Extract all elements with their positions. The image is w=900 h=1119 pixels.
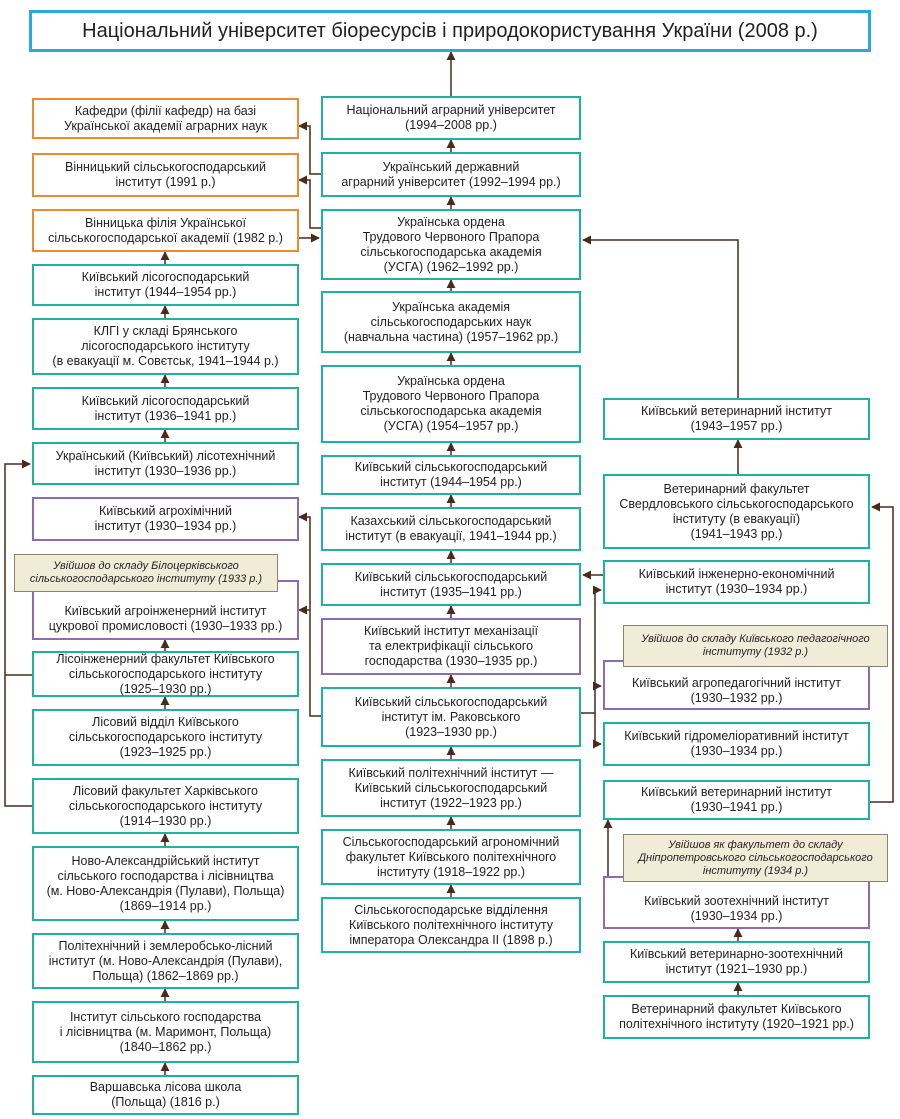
box-uasn-1957: Українська академія сільськогосподарськи… <box>321 291 581 353</box>
arrow-udau-to-kafedry <box>298 121 321 175</box>
arrow-vet1930-to-sverdlovsk <box>870 502 894 803</box>
box-ksgi-1944: Київський сільськогосподарський інститут… <box>321 455 581 495</box>
box-usga-1954: Українська ордена Трудового Червоного Пр… <box>321 365 581 443</box>
box-engineering-economic-institute: Київський інженерно-економічний інститут… <box>603 560 870 604</box>
box-polytechnic-ksgi: Київський політехнічний інститут — Київс… <box>321 759 581 817</box>
box-zootechnical-institute: Київський зоотехнічний інститут (1930–19… <box>603 876 870 929</box>
note-bila-tserkva: Увійшов до складу Білоцерківського сільс… <box>14 554 278 592</box>
box-klgi-evacuation: КЛГІ у складі Брянського лісогосподарськ… <box>32 318 299 375</box>
box-ksgi-1935: Київський сільськогосподарський інститут… <box>321 563 581 606</box>
box-veterinary-institute-1943: Київський ветеринарний інститут (1943–19… <box>603 398 870 440</box>
arrow-kharkiv-to-lisotech <box>4 459 32 807</box>
box-agrochemical-institute: Київський агрохімічний інститут (1930–19… <box>32 497 299 541</box>
box-forest-department: Лісовий відділ Київського сільськогоспод… <box>32 709 299 766</box>
box-vinnytsia-institute-1991: Вінницький сільськогосподарський інститу… <box>32 153 299 197</box>
box-national-agrarian-university: Національний аграрний університет (1994–… <box>321 96 581 140</box>
box-polytechnic-1862: Політехнічний і землеробсько-лісний інст… <box>32 933 299 989</box>
box-forestry-technical-institute: Український (Київський) лісотехнічний ін… <box>32 442 299 485</box>
box-veterinary-zootechnical-institute: Київський ветеринарно-зоотехнічний інсти… <box>603 941 870 983</box>
box-marymont-institute: Інститут сільського господарства і лісів… <box>32 1001 299 1063</box>
arrow-rakovsky-to-hydro <box>592 713 602 749</box>
box-rakovsky-institute: Київський сільськогосподарський інститут… <box>321 687 581 747</box>
arrow-zootech-to-vet1930 <box>603 819 613 878</box>
note-dnipropetrovsk: Увійшов як факультет до складу Дніпропет… <box>623 834 888 882</box>
box-mechanization-institute: Київський інститут механізації та електр… <box>321 618 581 675</box>
box-agronomic-faculty: Сільськогосподарський агрономічний факул… <box>321 829 581 885</box>
box-warsaw-forest-school: Варшавська лісова школа (Польща) (1816 р… <box>32 1075 299 1115</box>
box-hydromelioration-institute: Київський гідромеліоративний інститут (1… <box>603 722 870 766</box>
box-veterinary-institute-1930: Київський ветеринарний інститут (1930–19… <box>603 780 870 820</box>
arrow-rakovsky-to-ingecon <box>581 585 602 714</box>
page-title: Національний університет біоресурсів і п… <box>29 10 871 52</box>
box-klgi-1944: Київський лісогосподарський інститут (19… <box>32 264 299 306</box>
arrow-usga1962-to-vinn1991 <box>298 175 321 229</box>
box-usga-1962: Українська ордена Трудового Червоного Пр… <box>321 209 581 280</box>
box-agropedagogical-institute: Київський агропедагогічний інститут (193… <box>603 660 870 710</box>
arrow-vet1943-to-usga1962 <box>582 235 739 398</box>
box-agricultural-department-1898: Сільськогосподарське відділення Київсько… <box>321 897 581 953</box>
box-departments-uaan: Кафедри (філії кафедр) на базі Українськ… <box>32 98 299 139</box>
box-klgi-1936: Київський лісогосподарський інститут (19… <box>32 387 299 430</box>
box-veterinary-faculty-polytechnic: Ветеринарний факультет Київського політе… <box>603 995 870 1039</box>
box-vinnytsia-branch-1982: Вінницька філія Української сільськогосп… <box>32 209 299 252</box>
arrow-rakovsky-to-agrochem <box>298 512 321 717</box>
box-forest-engineering-faculty: Лісоінженерний факультет Київського сіль… <box>32 651 299 697</box>
box-novo-alexandria-institute: Ново-Александрійський інститут сільськог… <box>32 846 299 921</box>
box-ukrainian-state-agrarian-university: Український державний аграрний університ… <box>321 152 581 197</box>
box-kharkiv-forest-faculty: Лісовий факультет Харківського сільськог… <box>32 778 299 834</box>
box-sverdlovsk-veterinary-faculty: Ветеринарний факультет Свердловського сі… <box>603 474 870 549</box>
note-pedagogical-institute: Увійшов до складу Київського педагогічно… <box>623 625 888 667</box>
box-kazakh-institute: Казахський сільськогосподарський інститу… <box>321 507 581 551</box>
